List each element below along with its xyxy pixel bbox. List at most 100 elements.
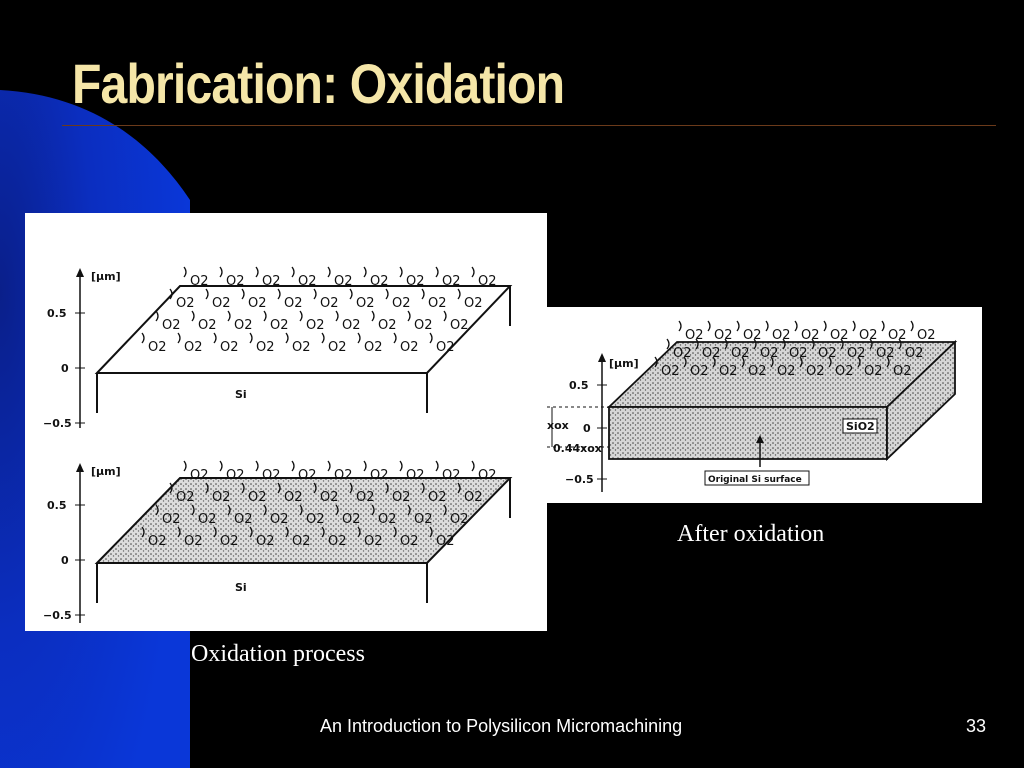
o2-flow-arrow <box>141 332 145 344</box>
o2-molecule: O2 <box>464 296 483 311</box>
o2-molecule: O2 <box>743 328 762 343</box>
o2-flow-arrow <box>205 482 209 494</box>
o2-molecule: O2 <box>248 296 267 311</box>
o2-flow-arrow <box>828 356 832 368</box>
o2-flow-arrow <box>407 310 411 322</box>
o2-flow-arrow <box>227 504 231 516</box>
o2-flow-arrow <box>255 460 259 472</box>
tick-label: −0.5 <box>43 609 72 622</box>
o2-molecule: O2 <box>176 490 195 505</box>
o2-flow-arrow <box>443 504 447 516</box>
process-caption: Oxidation process <box>191 641 365 667</box>
unit-label: [μm] <box>91 270 121 283</box>
o2-molecule: O2 <box>864 364 883 379</box>
o2-molecule: O2 <box>760 346 779 361</box>
o2-flow-arrow <box>213 332 217 344</box>
o2-molecule: O2 <box>190 468 209 483</box>
o2-molecule: O2 <box>789 346 808 361</box>
o2-flow-arrow <box>291 460 295 472</box>
o2-molecule: O2 <box>442 468 461 483</box>
o2-flow-arrow <box>191 504 195 516</box>
o2-flow-arrow <box>277 288 281 300</box>
tick-label: 0 <box>61 554 69 567</box>
o2-flow-arrow <box>299 310 303 322</box>
o2-molecule: O2 <box>220 534 239 549</box>
o2-flow-arrow <box>666 338 670 350</box>
o2-flow-arrow <box>712 356 716 368</box>
o2-flow-arrow <box>277 482 281 494</box>
o2-molecule: O2 <box>298 274 317 289</box>
o2-molecule: O2 <box>478 468 497 483</box>
o2-molecule: O2 <box>450 512 469 527</box>
o2-flow-arrow <box>471 266 475 278</box>
o2-molecule: O2 <box>428 490 447 505</box>
o2-molecule: O2 <box>198 512 217 527</box>
tick-label: 0.5 <box>47 307 67 320</box>
o2-flow-arrow <box>357 526 361 538</box>
o2-molecule: O2 <box>364 534 383 549</box>
o2-flow-arrow <box>255 266 259 278</box>
o2-flow-arrow <box>299 504 303 516</box>
o2-flow-arrow <box>683 356 687 368</box>
after-oxidation-figure: [μm] 0.5 0 −0.5 xox 0.44xox SiO2 Origina… <box>547 307 982 503</box>
o2-flow-arrow <box>263 504 267 516</box>
o2-molecule: O2 <box>162 512 181 527</box>
o2-molecule: O2 <box>378 318 397 333</box>
o2-molecule: O2 <box>406 468 425 483</box>
o2-flow-arrow <box>213 526 217 538</box>
o2-molecule: O2 <box>198 318 217 333</box>
o2-molecule: O2 <box>905 346 924 361</box>
o2-flow-arrow <box>471 460 475 472</box>
o2-flow-arrow <box>385 482 389 494</box>
surface-label: Si <box>235 388 247 401</box>
o2-flow-arrow <box>285 526 289 538</box>
tick-label: 0 <box>583 422 591 435</box>
o2-molecule: O2 <box>270 512 289 527</box>
o2-molecule: O2 <box>298 468 317 483</box>
o2-molecule: O2 <box>806 364 825 379</box>
o2-flow-arrow <box>886 356 890 368</box>
o2-flow-arrow <box>227 310 231 322</box>
o2-flow-arrow <box>765 320 769 332</box>
o2-molecule: O2 <box>428 296 447 311</box>
o2-flow-arrow <box>695 338 699 350</box>
o2-molecule: O2 <box>464 490 483 505</box>
o2-molecule: O2 <box>270 318 289 333</box>
o2-molecule: O2 <box>777 364 796 379</box>
o2-flow-arrow <box>155 504 159 516</box>
o2-molecule: O2 <box>306 318 325 333</box>
unit-label: [μm] <box>609 357 639 370</box>
o2-flow-arrow <box>435 266 439 278</box>
o2-molecule: O2 <box>234 318 253 333</box>
o2-flow-arrow <box>385 288 389 300</box>
o2-flow-arrow <box>881 320 885 332</box>
o2-flow-arrow <box>191 310 195 322</box>
o2-flow-arrow <box>321 526 325 538</box>
o2-molecule: O2 <box>234 512 253 527</box>
o2-flow-arrow <box>869 338 873 350</box>
o2-flow-arrow <box>840 338 844 350</box>
o2-molecule: O2 <box>148 534 167 549</box>
o2-flow-arrow <box>770 356 774 368</box>
o2-flow-arrow <box>794 320 798 332</box>
o2-molecule: O2 <box>714 328 733 343</box>
o2-flow-arrow <box>782 338 786 350</box>
o2-molecule: O2 <box>414 318 433 333</box>
o2-flow-arrow <box>741 356 745 368</box>
o2-flow-arrow <box>241 482 245 494</box>
o2-molecule: O2 <box>406 274 425 289</box>
o2-molecule: O2 <box>847 346 866 361</box>
o2-flow-arrow <box>393 332 397 344</box>
o2-molecule: O2 <box>835 364 854 379</box>
tick-label: 0.5 <box>47 499 67 512</box>
o2-flow-arrow <box>313 288 317 300</box>
o2-molecule: O2 <box>772 328 791 343</box>
o2-flow-arrow <box>363 266 367 278</box>
o2-flow-arrow <box>399 460 403 472</box>
tick-label: 0 <box>61 362 69 375</box>
